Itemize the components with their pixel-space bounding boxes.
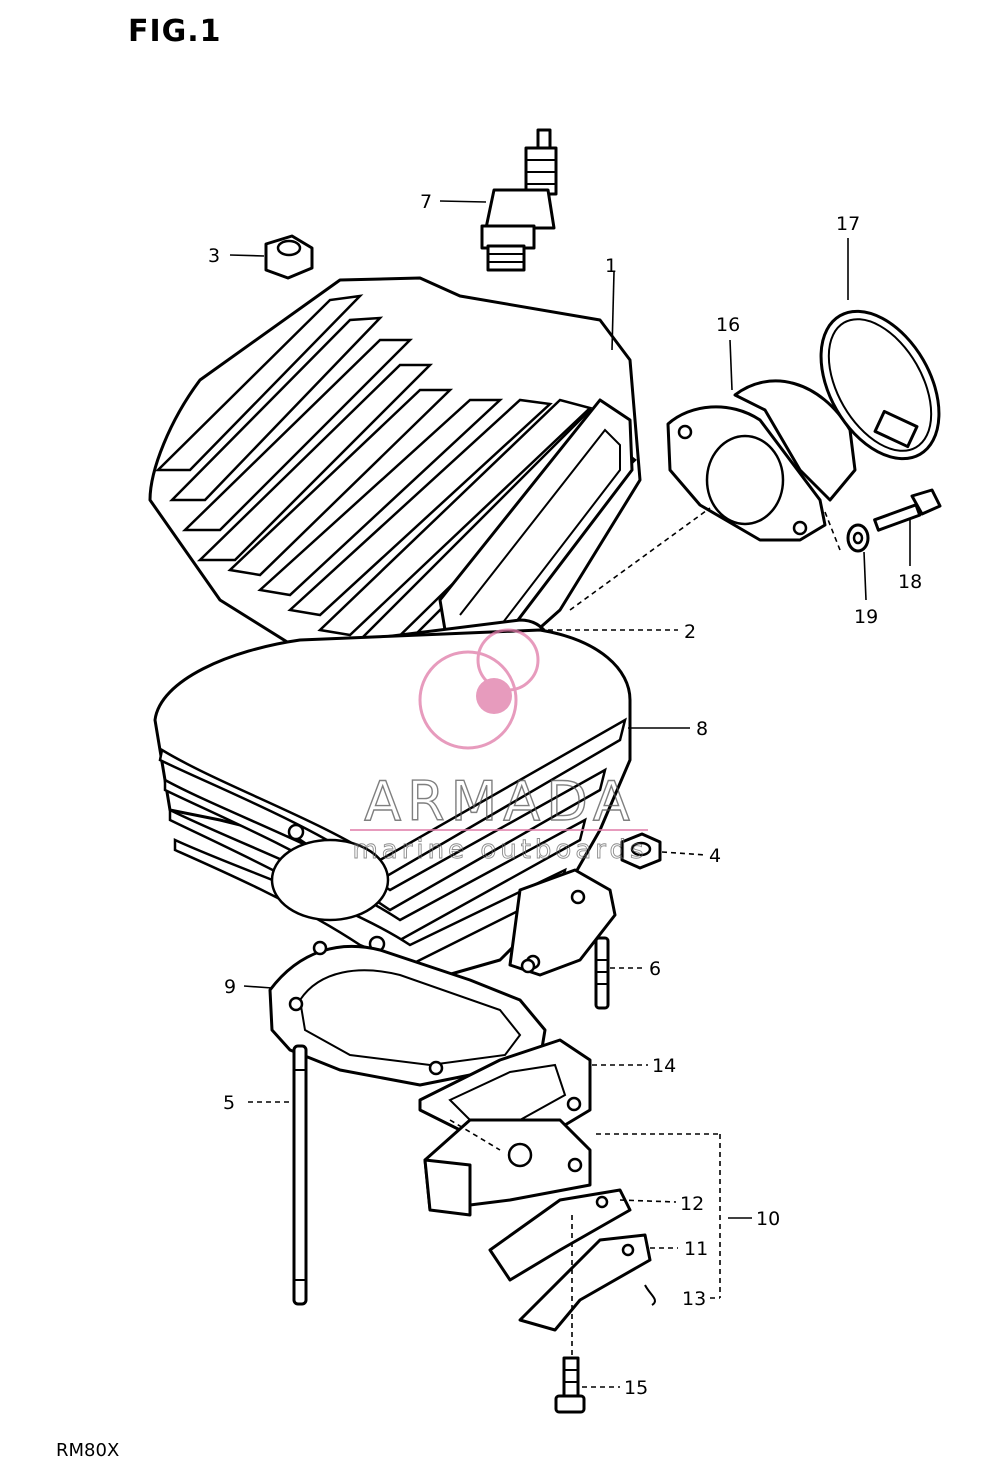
hose-clamp[interactable] xyxy=(797,291,964,480)
callout-17: 17 xyxy=(836,213,860,235)
watermark-tagline: marine outboards xyxy=(352,835,647,865)
callout-1: 1 xyxy=(605,255,617,277)
callout-14: 14 xyxy=(652,1055,676,1077)
callout-labels: 1 2 3 4 5 6 7 8 9 10 11 12 13 14 15 16 1… xyxy=(208,191,922,1399)
cylinder-base-gasket[interactable] xyxy=(268,940,547,1087)
callout-4: 4 xyxy=(709,845,721,867)
callout-6: 6 xyxy=(649,958,661,980)
callout-16: 16 xyxy=(716,314,740,336)
reed-valve-screw[interactable] xyxy=(554,1356,586,1414)
cylinder-head[interactable] xyxy=(148,276,642,702)
cylinder-head-nut[interactable] xyxy=(264,234,314,280)
callout-3: 3 xyxy=(208,245,220,267)
cylinder-base-nut[interactable] xyxy=(620,832,662,870)
watermark: ARMADA marine outboards xyxy=(350,628,648,865)
callout-2: 2 xyxy=(684,621,696,643)
stud-short[interactable] xyxy=(594,936,610,1010)
callout-9: 9 xyxy=(224,976,236,998)
intake-washer[interactable] xyxy=(846,523,870,553)
intake-pipe[interactable] xyxy=(666,379,857,542)
callout-15: 15 xyxy=(624,1377,648,1399)
spark-plug[interactable] xyxy=(480,128,558,272)
intake-bolt[interactable] xyxy=(873,488,942,532)
callout-13: 13 xyxy=(682,1288,706,1310)
callout-7: 7 xyxy=(420,191,432,213)
figure-title: FIG.1 xyxy=(128,14,222,49)
callout-10: 10 xyxy=(756,1208,780,1230)
callout-11: 11 xyxy=(684,1238,708,1260)
stud-long[interactable] xyxy=(292,1044,308,1306)
reed-petal[interactable] xyxy=(488,1188,632,1282)
watermark-brand: ARMADA xyxy=(364,770,636,833)
reed-stopper[interactable] xyxy=(518,1233,656,1332)
callout-12: 12 xyxy=(680,1193,704,1215)
callout-8: 8 xyxy=(696,718,708,740)
callout-19: 19 xyxy=(854,606,878,628)
assembly-lines xyxy=(449,507,841,1355)
callout-5: 5 xyxy=(223,1092,235,1114)
model-code: RM80X xyxy=(56,1440,120,1461)
callout-18: 18 xyxy=(898,571,922,593)
reed-valve-body[interactable] xyxy=(423,1118,592,1217)
leader-lines xyxy=(229,200,911,1388)
